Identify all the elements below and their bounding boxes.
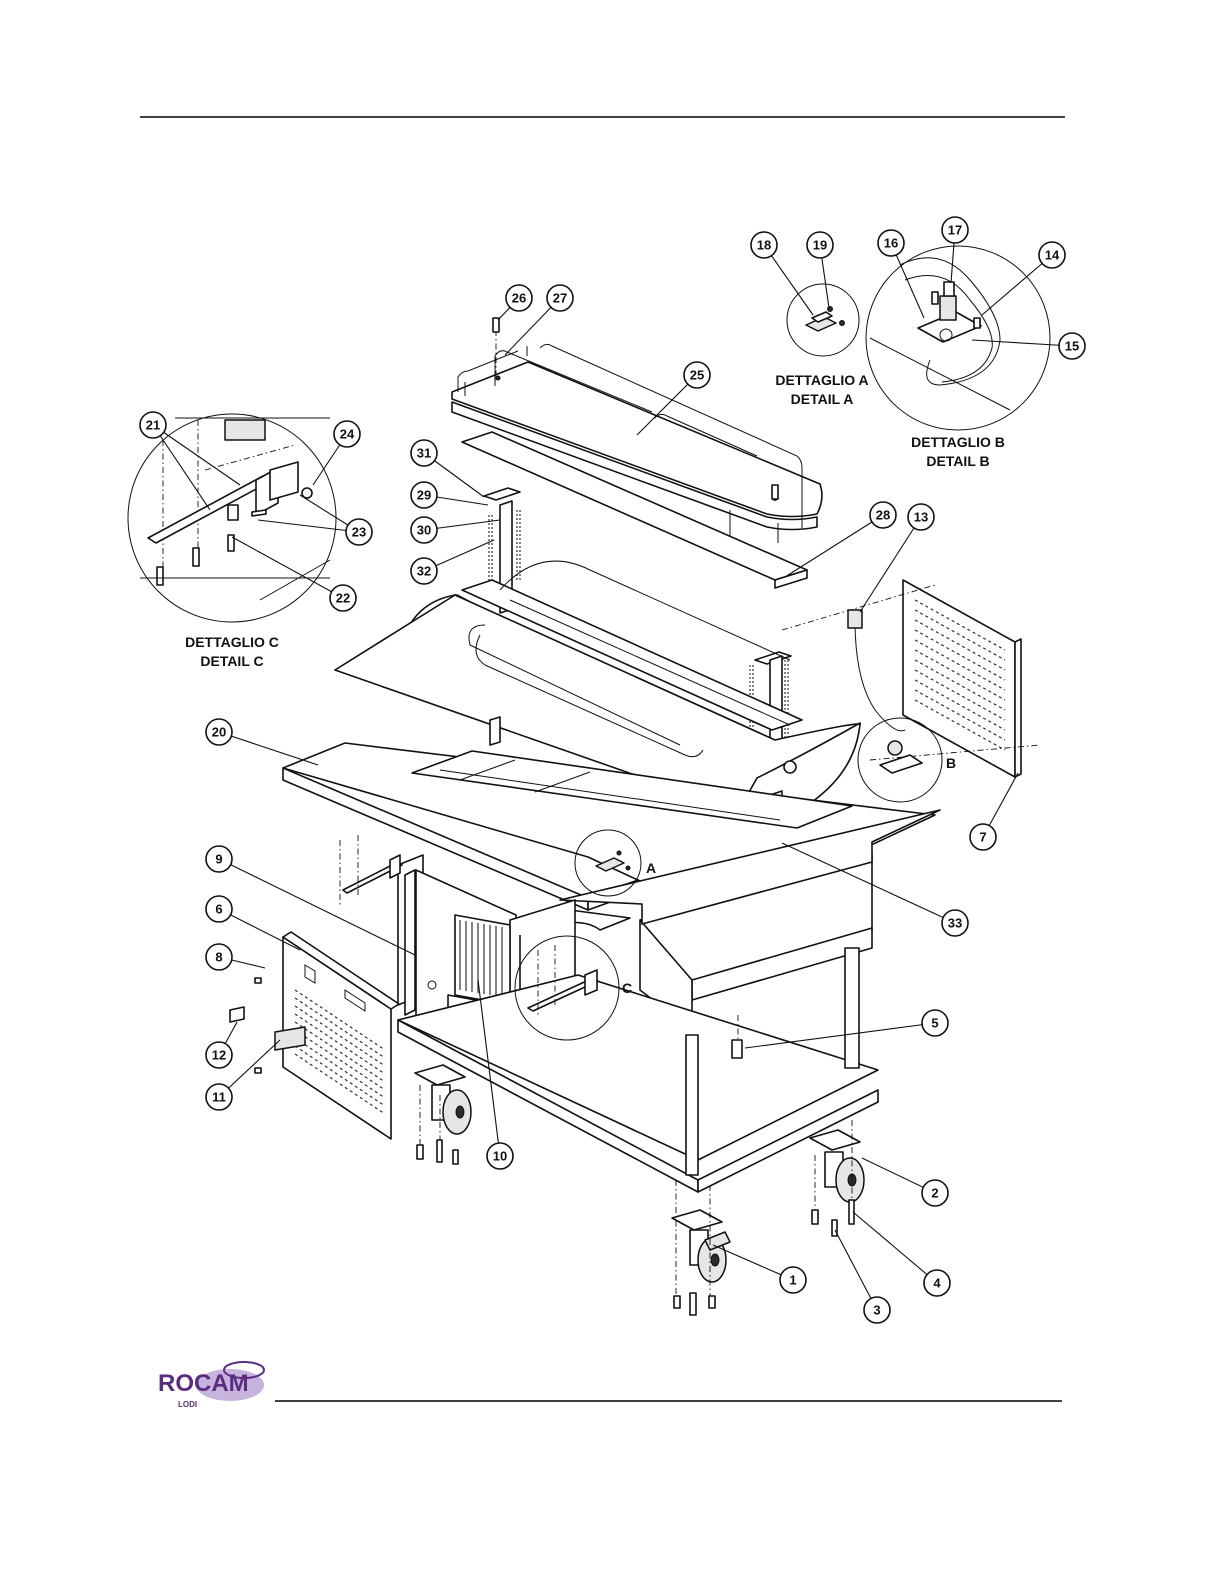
callout-26: 26	[506, 285, 532, 311]
callout-2: 2	[922, 1180, 948, 1206]
callout-20: 20	[206, 719, 232, 745]
svg-text:16: 16	[884, 236, 898, 251]
svg-text:21: 21	[146, 418, 160, 433]
callout-22: 22	[330, 585, 356, 611]
svg-text:13: 13	[914, 510, 928, 525]
svg-text:25: 25	[690, 368, 704, 383]
svg-text:1: 1	[789, 1273, 796, 1288]
svg-text:2: 2	[931, 1186, 938, 1201]
svg-text:7: 7	[979, 830, 986, 845]
svg-text:8: 8	[215, 950, 222, 965]
detail-a-title: DETTAGLIO A	[775, 372, 868, 388]
detail-c-title: DETTAGLIO C	[185, 634, 279, 650]
callout-8: 8	[206, 944, 232, 970]
logo-wordmark: ROCAM	[158, 1370, 249, 1397]
callout-21: 21	[140, 412, 166, 438]
detail-a-subtitle: DETAIL A	[791, 391, 854, 407]
callout-24: 24	[334, 421, 360, 447]
detail-c-subtitle: DETAIL C	[200, 653, 263, 669]
callout-27: 27	[547, 285, 573, 311]
callout-30: 30	[411, 517, 437, 543]
svg-text:10: 10	[493, 1149, 507, 1164]
callout-19: 19	[807, 232, 833, 258]
callout-7: 7	[970, 824, 996, 850]
callout-23: 23	[346, 519, 372, 545]
svg-text:6: 6	[215, 902, 222, 917]
callout-33: 33	[942, 910, 968, 936]
svg-text:33: 33	[948, 916, 962, 931]
callout-28: 28	[870, 502, 896, 528]
callout-16: 16	[878, 230, 904, 256]
svg-text:23: 23	[352, 525, 366, 540]
detail-b-letter: B	[946, 755, 956, 771]
detail-c-letter: C	[622, 980, 632, 996]
logo-subtext: LODI	[178, 1400, 197, 1409]
svg-text:28: 28	[876, 508, 890, 523]
footer-logo: ROCAM LODI	[158, 1362, 264, 1409]
callout-6: 6	[206, 896, 232, 922]
svg-text:20: 20	[212, 725, 226, 740]
svg-text:22: 22	[336, 591, 350, 606]
svg-text:26: 26	[512, 291, 526, 306]
detail-b-view	[866, 246, 1050, 430]
detail-a-view	[787, 284, 859, 356]
detail-a-letter: A	[646, 860, 656, 876]
callout-5: 5	[922, 1010, 948, 1036]
side-panel	[230, 932, 399, 1139]
detail-b-title: DETTAGLIO B	[911, 434, 1005, 450]
svg-text:11: 11	[212, 1090, 226, 1105]
callout-3: 3	[864, 1297, 890, 1323]
callout-13: 13	[908, 504, 934, 530]
callout-4: 4	[924, 1270, 950, 1296]
svg-text:19: 19	[813, 238, 827, 253]
svg-text:24: 24	[340, 427, 355, 442]
callout-15: 15	[1059, 333, 1085, 359]
svg-text:14: 14	[1045, 248, 1060, 263]
svg-text:27: 27	[553, 291, 567, 306]
svg-text:29: 29	[417, 488, 431, 503]
svg-text:12: 12	[212, 1048, 226, 1063]
svg-text:4: 4	[933, 1276, 941, 1291]
callout-32: 32	[411, 558, 437, 584]
svg-text:3: 3	[873, 1303, 880, 1318]
callout-25: 25	[684, 362, 710, 388]
detail-b-subtitle: DETAIL B	[926, 453, 989, 469]
callout-10: 10	[487, 1143, 513, 1169]
svg-text:15: 15	[1065, 339, 1079, 354]
callout-18: 18	[751, 232, 777, 258]
detail-c-view	[128, 414, 336, 622]
callout-11: 11	[206, 1084, 232, 1110]
callout-17: 17	[942, 217, 968, 243]
svg-text:5: 5	[931, 1016, 938, 1031]
callout-12: 12	[206, 1042, 232, 1068]
svg-text:32: 32	[417, 564, 431, 579]
callout-9: 9	[206, 846, 232, 872]
svg-text:18: 18	[757, 238, 771, 253]
svg-text:31: 31	[417, 446, 431, 461]
callout-29: 29	[411, 482, 437, 508]
svg-text:9: 9	[215, 852, 222, 867]
svg-text:30: 30	[417, 523, 431, 538]
svg-text:17: 17	[948, 223, 962, 238]
callout-1: 1	[780, 1267, 806, 1293]
callout-31: 31	[411, 440, 437, 466]
callout-14: 14	[1039, 242, 1065, 268]
